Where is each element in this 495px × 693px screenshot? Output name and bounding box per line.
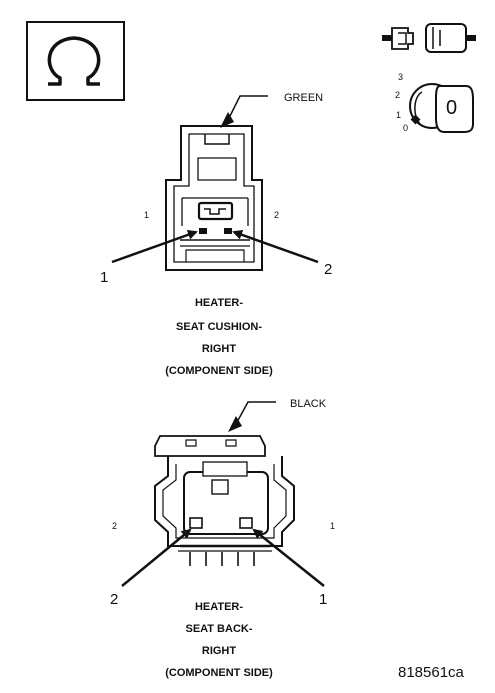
top-callout-arrow-left <box>111 229 198 264</box>
top-caption-line-3: RIGHT <box>202 343 237 355</box>
bottom-caption-line-1: HEATER- <box>195 601 243 613</box>
top-wire-arrow <box>220 112 234 128</box>
bottom-caption: HEATER- SEAT BACK- RIGHT (COMPONENT SIDE… <box>165 601 273 679</box>
heater-seat-cushion-connector <box>165 125 263 271</box>
top-caption: HEATER- SEAT CUSHION- RIGHT (COMPONENT S… <box>165 297 273 377</box>
bottom-callout-left: 2 <box>110 591 118 608</box>
top-callout-left: 1 <box>100 269 108 286</box>
bottom-wire-color-label: BLACK <box>290 398 327 410</box>
top-side-pin-left: 1 <box>144 210 149 220</box>
bottom-caption-line-4: (COMPONENT SIDE) <box>165 667 273 679</box>
connector-disconnect-icon <box>382 23 476 53</box>
ignition-key-off-icon: 3 2 1 0 0 <box>395 72 474 133</box>
figure-id: 818561ca <box>398 664 465 681</box>
bottom-wire-color-leader <box>235 401 276 425</box>
ignition-pos-0: 0 <box>403 123 408 133</box>
top-side-pin-right: 2 <box>274 210 279 220</box>
heater-seat-back-connector <box>154 435 295 566</box>
bottom-wire-arrow <box>228 416 242 432</box>
top-caption-line-2: SEAT CUSHION- <box>176 321 262 333</box>
top-callout-right: 2 <box>324 261 332 278</box>
top-caption-line-1: HEATER- <box>195 297 243 309</box>
top-wire-color-label: GREEN <box>284 92 323 104</box>
bottom-callout-arrow-right <box>252 528 325 587</box>
ignition-pos-2: 2 <box>395 90 400 100</box>
ignition-pos-1: 1 <box>396 110 401 120</box>
top-wire-color-leader <box>227 95 268 121</box>
bottom-caption-line-2: SEAT BACK- <box>185 623 252 635</box>
bottom-side-pin-right: 1 <box>330 521 335 531</box>
bottom-side-pin-left: 2 <box>112 521 117 531</box>
ignition-pos-3: 3 <box>398 72 403 82</box>
ohm-symbol-icon <box>26 21 125 101</box>
bottom-caption-line-3: RIGHT <box>202 645 237 657</box>
top-callout-arrow-right <box>232 229 319 264</box>
bottom-callout-right: 1 <box>319 591 327 608</box>
ignition-key-label: 0 <box>446 97 457 119</box>
bottom-callout-arrow-left <box>121 528 192 587</box>
top-caption-line-4: (COMPONENT SIDE) <box>165 365 273 377</box>
